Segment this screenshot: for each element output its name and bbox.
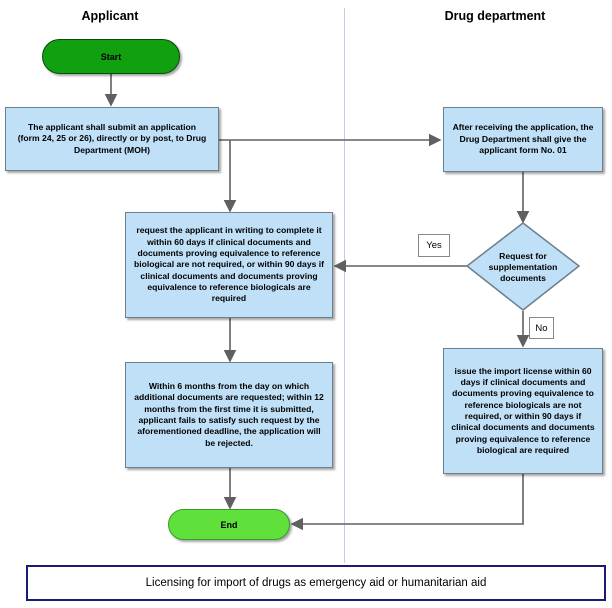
issue-license-box: issue the import license within 60 days …	[443, 348, 603, 474]
lane-title-drug-department: Drug department	[444, 9, 546, 23]
start-node: Start	[42, 39, 180, 74]
yes-label: Yes	[418, 234, 450, 257]
decision-diamond	[465, 222, 581, 311]
receive-application-box: After receiving the application, the Dru…	[443, 107, 603, 172]
no-label: No	[529, 317, 554, 339]
decision-label: Request for supplementation documents	[488, 251, 558, 284]
arrow-issue-to-end	[290, 474, 524, 531]
lane-title-applicant: Applicant	[81, 9, 139, 23]
lane-divider	[344, 8, 345, 563]
request-supplement-box: request the applicant in writing to comp…	[125, 212, 333, 318]
end-node: End	[168, 509, 290, 540]
rejection-box: Within 6 months from the day on which ad…	[125, 362, 333, 468]
submit-application-box: The applicant shall submit an applicatio…	[5, 107, 219, 171]
figure-caption: Licensing for import of drugs as emergen…	[26, 565, 606, 601]
